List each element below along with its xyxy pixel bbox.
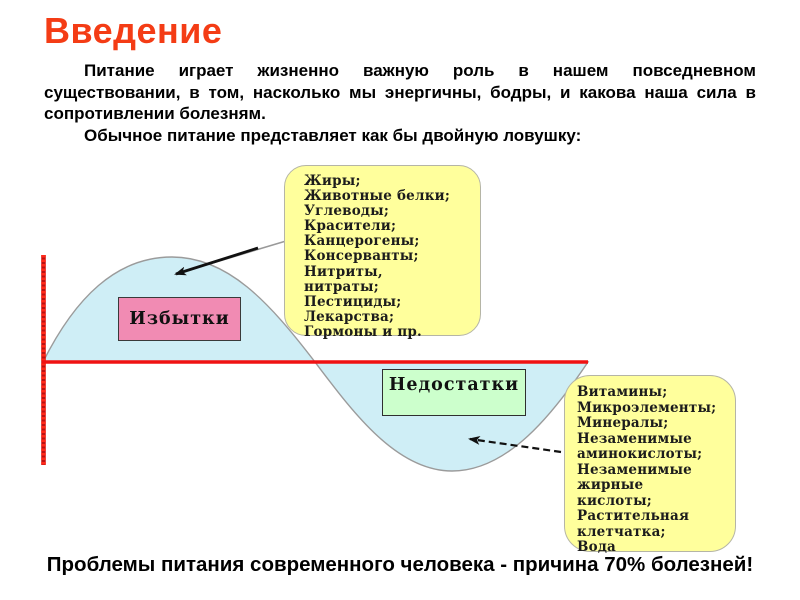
- list-line: Незаменимые: [577, 430, 692, 447]
- excess-arrow: [174, 246, 259, 276]
- lead-in-paragraph: Обычное питание представляет как бы двой…: [84, 125, 582, 145]
- list-line: клетчатка;: [577, 523, 666, 540]
- list-line: Углеводы;: [304, 203, 390, 220]
- list-line: Минералы;: [577, 415, 669, 431]
- list-line: Канцерогены;: [304, 233, 420, 250]
- list-line: Лекарства;: [304, 308, 395, 325]
- list-line: жирные: [577, 477, 644, 493]
- slide-title: Введение: [44, 10, 223, 51]
- excess-label: Избытки: [129, 309, 230, 329]
- list-line: аминокислоты;: [577, 446, 703, 462]
- excess-items-callout: Жиры;Животные белки;Углеводы;Красители;К…: [284, 165, 481, 340]
- deficiency-label: Недостатки: [388, 375, 520, 395]
- list-line: Животные белки;: [304, 188, 451, 205]
- list-line: Нитриты,: [304, 263, 383, 280]
- list-line: Красители;: [304, 218, 397, 235]
- list-line: Растительная: [577, 508, 690, 524]
- conclusion-text: Проблемы питания современного человека -…: [46, 553, 754, 576]
- deficiency-items-callout: Витамины;Микроэлементы;Минералы;Незамени…: [564, 375, 736, 555]
- list-line: Вода: [577, 539, 616, 555]
- list-line: нитраты;: [304, 278, 379, 295]
- list-line: Консерванты;: [304, 248, 419, 265]
- list-line: Витамины;: [577, 384, 668, 400]
- deficiency-label-box: Недостатки: [382, 369, 526, 416]
- body-text: Питание играет жизненно важную роль в на…: [44, 60, 756, 146]
- list-line: Гормоны и пр.: [304, 323, 422, 340]
- list-line: Пестициды;: [304, 293, 402, 310]
- excess-label-box: Избытки: [118, 297, 241, 341]
- list-line: кислоты;: [577, 492, 652, 509]
- list-line: Микроэлементы;: [577, 399, 717, 416]
- deficiency-arrow: [468, 435, 562, 454]
- list-line: Жиры;: [304, 173, 361, 189]
- intro-paragraph: Питание играет жизненно важную роль в на…: [44, 61, 756, 123]
- list-line: Незаменимые: [577, 461, 692, 478]
